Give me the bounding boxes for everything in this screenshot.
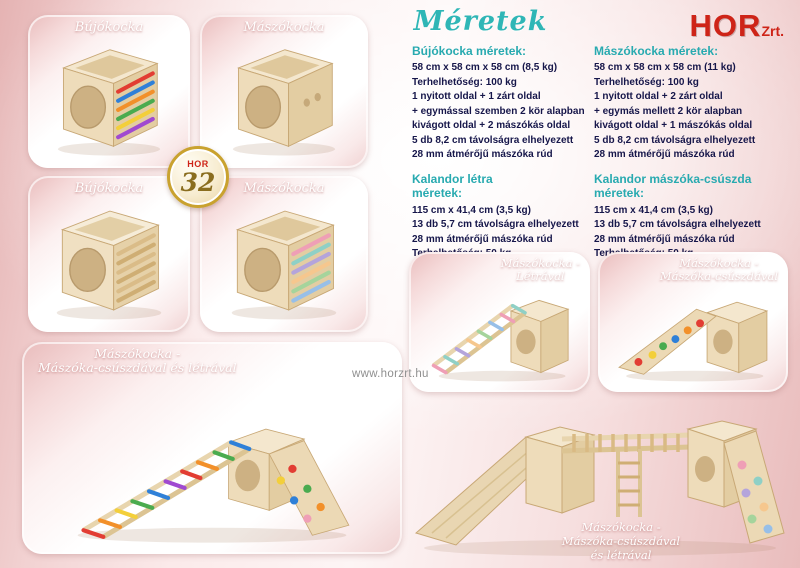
spec-line: Terhelhetőség: 100 kg: [412, 76, 517, 88]
maszokocka-combo-illustration: [77, 428, 350, 543]
maszokocka-plain-illustration: [232, 49, 336, 156]
badge-years-text: 32: [180, 167, 216, 197]
product-label-line1: Mászókocka -: [500, 256, 580, 270]
bujokocka-colored-illustration: [57, 49, 161, 156]
product-label-line2: Mászóka-csúszdával: [659, 269, 778, 284]
spec-line: Terhelhetőség: 100 kg: [594, 76, 699, 88]
spec-block-bujokocka: Bújókocka méretek: 58 cm x 58 cm x 58 cm…: [412, 44, 592, 163]
badge-hor-text: HOR: [187, 158, 209, 169]
spec-block-maszokocka: Mászókocka méretek: 58 cm x 58 cm x 58 c…: [594, 44, 792, 163]
spec-column-left: Bújókocka méretek: 58 cm x 58 cm x 58 cm…: [412, 44, 592, 271]
product-label-line2: Létrával: [516, 269, 565, 284]
spec-line: 28 mm átmérőjű mászóka rúd: [412, 233, 553, 245]
spec-column-right: Mászókocka méretek: 58 cm x 58 cm x 58 c…: [594, 44, 792, 271]
product-card-bujokocka-natural: Bújókocka: [28, 176, 190, 332]
spec-heading: Kalandor mászóka-csúszda méretek:: [594, 171, 752, 201]
spec-line: kivágott oldal + 2 mászókás oldal: [412, 120, 571, 132]
product-label: Mászókocka: [243, 181, 325, 196]
product-label-line3: és létrával: [590, 547, 652, 562]
product-label-line1: Mászókocka -: [581, 520, 661, 534]
product-card-maszokocka-pastel: Mászókocka: [200, 176, 368, 332]
hor-logo: HORZrt.: [690, 8, 784, 44]
spec-line: 1 nyitott oldal + 2 zárt oldal: [594, 91, 723, 103]
product-label-line2: Mászóka-csúszdával: [561, 533, 681, 548]
product-card-maszokocka-plain: Mászókocka: [200, 15, 368, 168]
product-label: Mászókocka - Létrával: [500, 256, 580, 284]
spec-line: 1 nyitott oldal + 1 zárt oldal: [412, 91, 541, 103]
spec-heading: Bújókocka méretek:: [412, 44, 527, 58]
page-title: Méretek: [413, 6, 548, 37]
hor-logo-suffix: Zrt.: [761, 23, 784, 39]
product-label-line1: Mászókocka -: [679, 256, 759, 270]
product-card-bujokocka-colored: Bújókocka: [28, 15, 190, 168]
spec-line: 28 mm átmérőjű mászóka rúd: [594, 233, 735, 245]
spec-heading: Kalandor létra méretek:: [412, 171, 493, 201]
product-card-maszokocka-csuszda: Mászókocka - Mászóka-csúszdával: [598, 252, 788, 392]
spec-block-kalandor-csuszda: Kalandor mászóka-csúszda méretek: 115 cm…: [594, 172, 792, 262]
product-label: Mászókocka: [243, 20, 325, 35]
maszokocka-csuszda-illustration: [618, 301, 769, 382]
product-label: Mászókocka - Mászóka-csúszdával és létrá…: [536, 520, 706, 562]
spec-line: + egymással szemben 2 kör alapban: [412, 105, 585, 117]
product-scene-combo-large: Mászókocka - Mászóka-csúszdával és létrá…: [408, 385, 792, 563]
anniversary-badge-32: HOR 32: [167, 146, 229, 208]
spec-line: 5 db 8,2 cm távolságra elhelyezett: [412, 134, 574, 146]
product-label: Bújókocka: [74, 181, 144, 196]
product-label: Mászókocka - Mászóka-csúszdával: [659, 256, 778, 284]
spec-line: 28 mm átmérőjű mászóka rúd: [594, 149, 735, 161]
maszokocka-pastel-illustration: [231, 210, 337, 320]
spec-line: 28 mm átmérőjű mászóka rúd: [412, 149, 553, 161]
spec-line: 5 db 8,2 cm távolságra elhelyezett: [594, 134, 756, 146]
spec-block-kalandor-letra: Kalandor létra méretek: 115 cm x 41,4 cm…: [412, 172, 592, 262]
spec-line: 115 cm x 41,4 cm (3,5 kg): [594, 204, 713, 216]
spec-line: 13 db 5,7 cm távolságra elhelyezett: [412, 219, 579, 231]
product-label-line1: Mászókocka -: [94, 346, 181, 361]
spec-line: 13 db 5,7 cm távolságra elhelyezett: [594, 219, 761, 231]
product-label: Bújókocka: [74, 20, 144, 35]
website-watermark: www.horzrt.hu: [352, 368, 429, 380]
product-card-maszokocka-letra: Mászókocka - Létrával: [409, 252, 590, 392]
spec-line: 115 cm x 41,4 cm (3,5 kg): [412, 204, 531, 216]
spec-line: 58 cm x 58 cm x 58 cm (11 kg): [594, 62, 736, 74]
hor-logo-text: HOR: [689, 8, 762, 43]
product-label: Mászókocka - Mászóka-csúszdával és létrá…: [38, 346, 237, 376]
maszokocka-letra-illustration: [431, 299, 570, 382]
badge-content: HOR 32: [180, 158, 216, 197]
spec-line: 58 cm x 58 cm x 58 cm (8,5 kg): [412, 62, 558, 74]
bujokocka-natural-illustration: [56, 210, 162, 320]
maszokocka-combo-large-illustration: [414, 420, 785, 556]
product-card-maszokocka-combo: Mászókocka - Mászóka-csúszdával és létrá…: [22, 342, 402, 554]
spec-line: + egymás mellett 2 kör alapban: [594, 105, 743, 117]
spec-line: kivágott oldal + 1 mászókás oldal: [594, 120, 753, 132]
spec-heading: Mászókocka méretek:: [594, 44, 719, 58]
product-label-line2: Mászóka-csúszdával és létrával: [38, 360, 237, 376]
